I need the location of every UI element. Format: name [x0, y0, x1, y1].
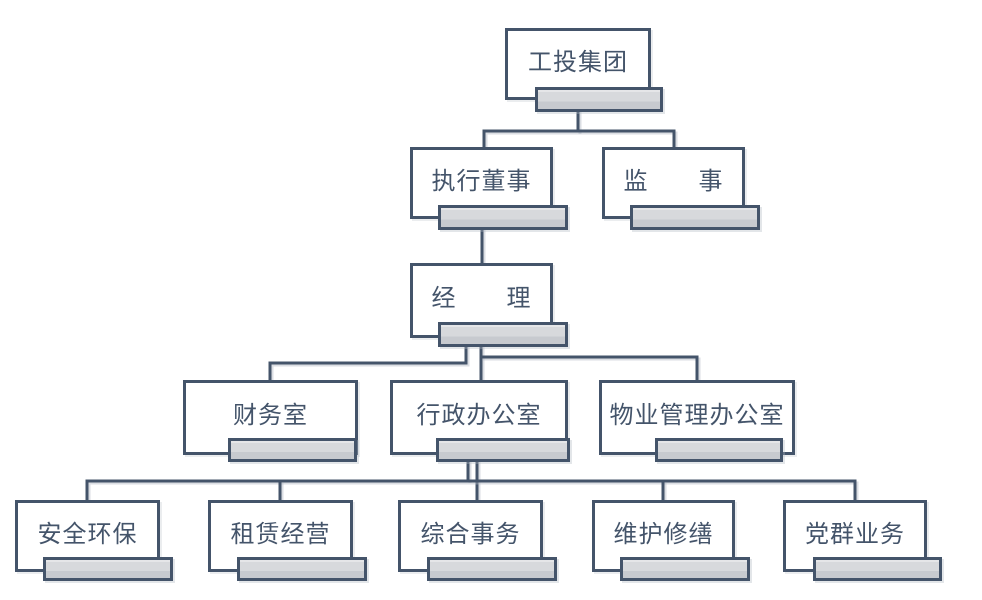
- org-node-label-anquan: 安全环保: [37, 520, 138, 548]
- org-node-subbox-anquan[interactable]: [43, 557, 173, 581]
- org-node-subbox-weihu[interactable]: [620, 557, 750, 581]
- org-node-subbox-xingzheng[interactable]: [436, 438, 570, 462]
- org-node-label-caiwu: 财务室: [233, 402, 308, 429]
- connector-segment-1: [482, 129, 676, 150]
- org-node-label-weihu: 维护修缮: [613, 520, 714, 548]
- org-node-label-wuye: 物业管理办公室: [609, 402, 785, 429]
- org-node-subbox-caiwu[interactable]: [228, 438, 357, 462]
- connector-segment-5: [481, 355, 699, 384]
- org-node-subbox-wuye[interactable]: [655, 438, 783, 462]
- org-node-label-gongtou: 工投集团: [528, 48, 628, 76]
- org-node-label-xingzheng: 行政办公室: [416, 402, 542, 429]
- org-node-subbox-zhixing[interactable]: [438, 205, 568, 230]
- org-node-label-zulin: 租赁经营: [230, 520, 331, 548]
- org-node-label-dangqun: 党群业务: [805, 520, 905, 548]
- org-node-subbox-jianshi[interactable]: [630, 205, 760, 230]
- org-node-label-jingli: 经 理: [431, 285, 532, 312]
- org-node-subbox-gongtou[interactable]: [535, 87, 663, 112]
- org-node-label-jianshi: 监 事: [623, 167, 724, 195]
- org-node-subbox-dangqun[interactable]: [813, 557, 942, 581]
- org-node-subbox-zulin[interactable]: [237, 557, 367, 581]
- connector-segment-3: [268, 340, 468, 384]
- org-node-label-zonghe: 综合事务: [420, 520, 521, 548]
- connector-segment-8: [85, 479, 857, 504]
- org-node-label-zhixing: 执行董事: [431, 167, 532, 195]
- org-node-subbox-jingli[interactable]: [438, 322, 568, 347]
- org-node-subbox-zonghe[interactable]: [427, 557, 557, 581]
